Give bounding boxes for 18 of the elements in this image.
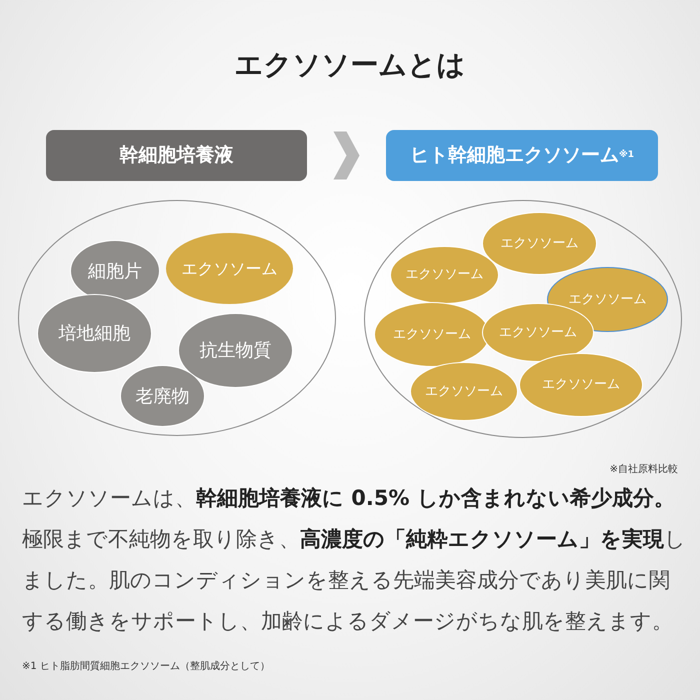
chevron-arrow: [334, 132, 360, 180]
footnote: ※1 ヒト脂肪間質細胞エクソソーム（整肌成分として）: [22, 660, 270, 674]
title: エクソソームとは: [234, 47, 466, 83]
container-ellipse: [364, 200, 682, 438]
exosome-ellipse: エクソソーム: [519, 353, 643, 417]
exosome-ellipse: エクソソーム: [390, 246, 499, 304]
component-ellipse: 抗生物質: [178, 313, 293, 388]
description-paragraph: エクソソームは、幹細胞培養液に 0.5% しか含まれない希少成分。極限まで不純物を取り除き、高濃度の「純粋エクソソーム」を実現しました。肌のコンディションを整える先端美容成分であり美肌に関する働きをサポートし、加齢によるダメージがちな肌を整えます。: [22, 485, 686, 635]
note: ※自社原料比較: [610, 462, 678, 477]
exosome-ellipse: エクソソーム: [482, 212, 597, 275]
exosome-ellipse: エクソソーム: [166, 233, 293, 304]
header-box: ヒト幹細胞エクソソーム$^{※1}$: [386, 130, 658, 181]
exosome-ellipse: エクソソーム: [410, 362, 518, 421]
component-ellipse: 培地細胞: [37, 294, 152, 373]
component-ellipse: 老廃物: [120, 365, 205, 427]
header-box: 幹細胞培養液: [46, 130, 307, 181]
component-ellipse: 細胞片: [70, 240, 160, 302]
container-ellipse: [18, 200, 336, 436]
